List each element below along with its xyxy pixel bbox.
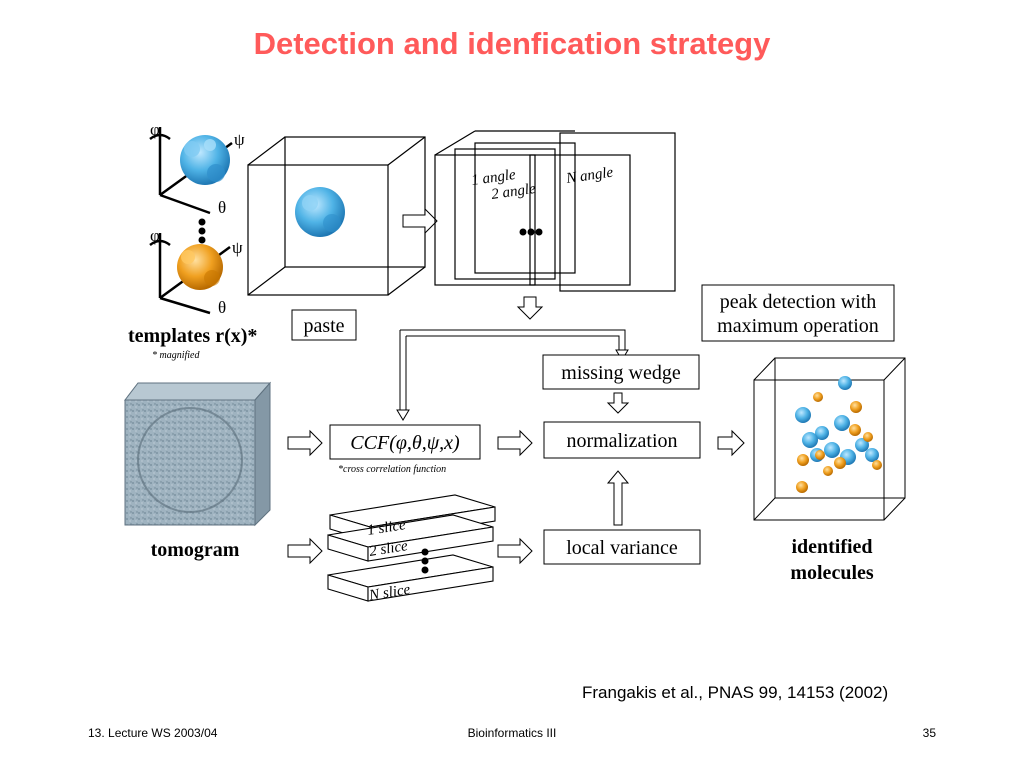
arrow-icon xyxy=(396,409,410,421)
ellipsis-dot xyxy=(198,236,206,244)
templates-group: φ ψ θ φ ψ θ templates r(x)* * magnified xyxy=(128,120,257,361)
normalization-label: normalization xyxy=(566,430,677,452)
peak-line2: maximum operation xyxy=(717,315,879,337)
ccf-note: *cross correlation function xyxy=(338,464,446,475)
tomogram-cube xyxy=(123,381,272,527)
slice-n-label: N slice xyxy=(367,582,412,604)
missing-wedge-box xyxy=(542,354,700,390)
normalization-box xyxy=(543,421,701,459)
ellipsis-dot xyxy=(519,228,527,236)
ccf-box xyxy=(329,424,481,460)
angle-2-label: 2 angle xyxy=(490,181,537,203)
arrow-icon xyxy=(717,429,745,457)
slice-stack xyxy=(327,494,496,602)
axis-psi-upper: ψ xyxy=(234,130,245,149)
local-variance-box xyxy=(543,529,701,565)
templates-label: templates r(x)* xyxy=(128,325,257,347)
angle-stack xyxy=(434,130,676,292)
arrow-icon xyxy=(402,207,438,235)
footer-course: Bioinformatics III xyxy=(467,726,557,740)
tomogram-label: tomogram xyxy=(151,539,240,561)
template-orange xyxy=(177,244,223,290)
peak-detection-box xyxy=(701,284,895,342)
ellipsis-dot xyxy=(527,228,535,236)
footer-page-number: 35 xyxy=(922,726,936,740)
arrow-icon xyxy=(516,296,544,320)
paste-label: paste xyxy=(303,315,344,337)
diagram-canvas: φ ψ θ φ ψ θ templates r(x)* * magnified xyxy=(123,120,906,604)
connector-line xyxy=(399,329,626,410)
arrow-icon xyxy=(606,392,630,414)
angle-1-label: 1 angle xyxy=(470,167,517,189)
arrow-icon xyxy=(497,429,533,457)
peak-line1: peak detection with xyxy=(720,291,877,313)
identified-blue-molecules xyxy=(795,376,879,465)
connector-line xyxy=(406,335,620,350)
identified-line2: molecules xyxy=(790,562,874,584)
footer-lecture: 13. Lecture WS 2003/04 xyxy=(88,726,218,740)
axis-psi-lower: ψ xyxy=(232,238,243,257)
identified-orange-molecules xyxy=(796,392,882,493)
result-cube xyxy=(753,357,906,521)
ellipsis-dot xyxy=(198,227,206,235)
slide-title: Detection and idenfication strategy xyxy=(253,26,771,61)
axis-theta-lower: θ xyxy=(218,298,226,317)
ellipsis-dot xyxy=(198,218,206,226)
arrow-icon xyxy=(606,470,630,526)
slice-1-label: 1 slice xyxy=(366,517,407,539)
templates-note: * magnified xyxy=(152,350,200,361)
slice-2-label: 2 slice xyxy=(368,538,409,560)
ccf-label: CCF(φ,θ,ψ,x) xyxy=(350,432,460,454)
arrow-icon xyxy=(287,429,323,457)
arrow-icon xyxy=(287,537,323,565)
strategy-diagram: φ ψ θ φ ψ θ templates r(x)* * magnified xyxy=(120,115,910,615)
ellipsis-dot xyxy=(421,566,429,574)
ellipsis-dot xyxy=(421,548,429,556)
angle-n-label: N angle xyxy=(564,165,614,188)
arrow-icon xyxy=(497,537,533,565)
ellipsis-dot xyxy=(535,228,543,236)
ellipsis-dot xyxy=(421,557,429,565)
paste-cube xyxy=(247,136,426,296)
identified-line1: identified xyxy=(791,536,872,558)
missing-wedge-label: missing wedge xyxy=(561,362,681,384)
axis-phi-lower: φ xyxy=(150,226,160,245)
citation: Frangakis et al., PNAS 99, 14153 (2002) xyxy=(582,683,889,702)
pasted-template xyxy=(295,187,345,237)
template-blue xyxy=(180,135,230,185)
axis-phi-upper: φ xyxy=(150,120,160,139)
axis-theta-upper: θ xyxy=(218,198,226,217)
paste-box xyxy=(291,309,357,341)
local-variance-label: local variance xyxy=(566,537,678,559)
